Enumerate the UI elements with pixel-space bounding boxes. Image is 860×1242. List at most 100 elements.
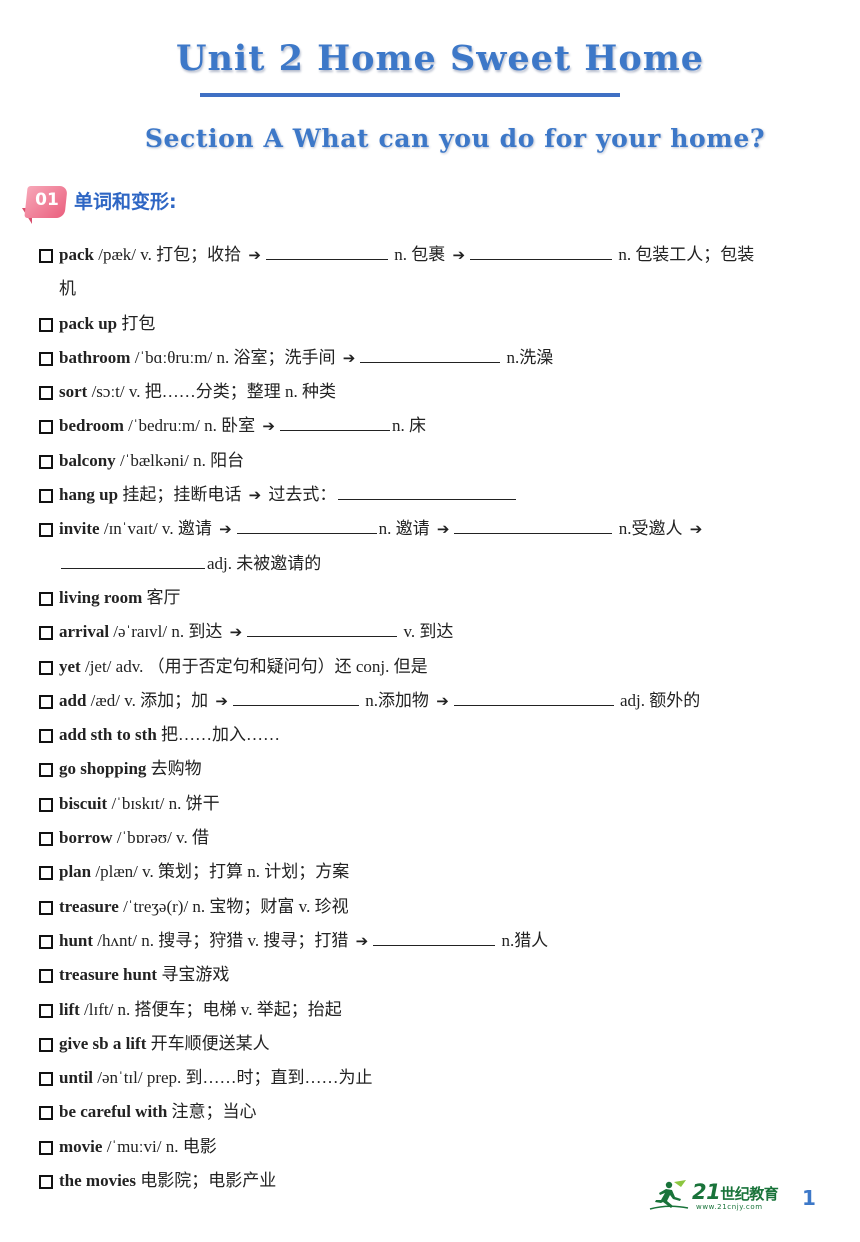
vocab-definition: v. 到达 [399,622,454,642]
arrow-right-icon: ➔ [436,520,450,539]
vocab-definition: 注意；当心 [167,1102,257,1122]
vocabulary-list: pack /pæk/ v. 打包；收拾 ➔ n. 包裹 ➔ n. 包装工人；包装… [38,238,828,1198]
vocab-definition: /ˈbɒrəʊ/ v. 借 [112,828,209,848]
fill-in-blank[interactable] [470,243,613,260]
checkbox-icon[interactable] [39,866,53,881]
checkbox-icon[interactable] [39,591,53,606]
checkbox-icon[interactable] [39,454,53,469]
vocab-term: plan [59,862,92,882]
checkbox-icon[interactable] [39,1140,53,1155]
fill-in-blank[interactable] [61,552,205,569]
vocab-term: sort [59,382,88,402]
checkbox-icon[interactable] [39,934,53,949]
vocab-term: arrival [59,622,110,642]
checkbox-icon[interactable] [39,249,53,263]
checkbox-icon[interactable] [39,797,53,812]
vocab-entry-go-shopping: go shopping 去购物 [38,752,828,786]
vocab-entry-be-careful-with: be careful with 注意；当心 [38,1095,828,1129]
checkbox-icon[interactable] [39,900,53,915]
fill-in-blank[interactable] [454,517,613,535]
checkbox-icon[interactable] [39,386,53,401]
fill-in-blank[interactable] [360,346,501,363]
vocab-definition: n. 包裹 [389,245,450,264]
vocab-term: treasure hunt [59,965,158,985]
vocab-entry-add-sth-to-sth: add sth to sth 把……加入…… [38,718,828,752]
vocab-definition: adj. 额外的 [615,690,701,710]
vocab-definition: /ˈbɪskɪt/ n. 饼干 [107,793,220,813]
vocab-entry-lift: lift /lɪft/ n. 搭便车；电梯 v. 举起；抬起 [38,993,828,1027]
vocab-entry-the-movies: the movies 电影院；电影产业 [38,1164,828,1198]
vocab-definition: /lɪft/ n. 搭便车；电梯 v. 举起；抬起 [79,999,342,1019]
fill-in-blank[interactable] [338,483,517,501]
vocab-term: give sb a lift [59,1033,147,1053]
vocab-term: invite [59,519,100,539]
arrow-right-icon: ➔ [689,520,703,539]
checkbox-icon[interactable] [39,489,53,504]
checkbox-icon[interactable] [39,351,53,366]
checkbox-icon[interactable] [39,694,53,709]
checkbox-icon[interactable] [39,420,53,435]
vocab-definition: 去购物 [146,759,202,779]
vocab-term: be careful with [59,1102,168,1122]
vocab-entry-sort: sort /sɔːt/ v. 把……分类；整理 n. 种类 [38,375,828,409]
vocab-definition: /hʌnt/ n. 搜寻；狩猎 v. 搜寻；打猎 [93,930,353,950]
vocab-definition: n.受邀人 [614,519,687,539]
checkbox-icon[interactable] [39,1037,53,1052]
vocab-entry-plan: plan /plæn/ v. 策划；打算 n. 计划；方案 [38,855,828,889]
checkbox-icon[interactable] [39,729,53,744]
vocab-entry-until: until /ənˈtɪl/ prep. 到……时；直到……为止 [38,1061,828,1095]
publisher-logo: 21世纪教育 www.21cnjy.com [648,1176,798,1216]
vocab-definition: n. 床 [391,416,426,436]
vocab-term: go shopping [59,759,147,779]
vocab-term: bathroom [59,347,131,367]
fill-in-blank[interactable] [373,929,496,946]
checkbox-icon[interactable] [39,523,53,538]
vocab-definition: /plæn/ v. 策划；打算 n. 计划；方案 [91,862,350,882]
vocab-definition: /sɔːt/ v. 把……分类；整理 n. 种类 [87,382,337,402]
checkbox-icon[interactable] [39,660,53,675]
arrow-right-icon: ➔ [342,348,356,367]
runner-logo-icon [649,1180,689,1210]
vocab-definition: adj. 未被邀请的 [207,553,322,573]
checkbox-icon[interactable] [39,1175,53,1190]
vocab-entry-give-sb-a-lift: give sb a lift 开车顺便送某人 [38,1027,828,1061]
fill-in-blank[interactable] [236,517,377,535]
vocab-term: balcony [59,450,116,470]
vocab-entry-borrow: borrow /ˈbɒrəʊ/ v. 借 [38,821,828,855]
checkbox-icon[interactable] [39,626,53,641]
vocab-term: borrow [59,828,113,848]
vocab-term: biscuit [59,793,108,813]
logo-url: www.21cnjy.com [696,1203,763,1211]
section-number-badge: 01 [22,184,68,224]
checkbox-icon[interactable] [39,969,53,984]
arrow-right-icon: ➔ [262,417,275,436]
vocab-entry-yet: yet /jet/ adv. （用于否定句和疑问句）还 conj. 但是 [38,650,828,684]
fill-in-blank[interactable] [265,243,388,260]
fill-in-blank[interactable] [279,414,390,432]
vocab-term: hang up [59,485,119,505]
checkbox-icon[interactable] [39,832,53,847]
checkbox-icon[interactable] [39,1072,53,1087]
vocab-definition: /ˈtreʒə(r)/ n. 宝物；财富 v. 珍视 [118,896,349,916]
vocab-term: the movies [59,1171,136,1191]
vocab-entry-movie: movie /ˈmuːvi/ n. 电影 [38,1130,828,1164]
vocab-term: add sth to sth [59,725,157,745]
page-number: 1 [802,1186,816,1210]
checkbox-icon[interactable] [39,1003,53,1018]
checkbox-icon[interactable] [39,763,53,778]
vocab-term: pack [59,245,94,264]
fill-in-blank[interactable] [247,620,398,638]
vocab-entry-hang-up: hang up 挂起；挂断电话 ➔ 过去式： [38,478,828,512]
vocab-entry-pack-up: pack up 打包 [38,307,828,341]
vocab-definition: 机 [59,279,76,299]
vocab-entry-bedroom: bedroom /ˈbedruːm/ n. 卧室 ➔n. 床 [38,409,828,443]
fill-in-blank[interactable] [453,689,614,706]
vocab-entry-balcony: balcony /ˈbælkəni/ n. 阳台 [38,444,828,478]
fill-in-blank[interactable] [232,689,359,706]
checkbox-icon[interactable] [39,1106,53,1121]
vocab-term: until [59,1068,94,1088]
checkbox-icon[interactable] [39,317,53,332]
arrow-right-icon: ➔ [248,246,261,264]
vocab-entry-living-room: living room 客厅 [38,581,828,615]
vocab-definition: /æd/ v. 添加；加 [86,690,213,710]
